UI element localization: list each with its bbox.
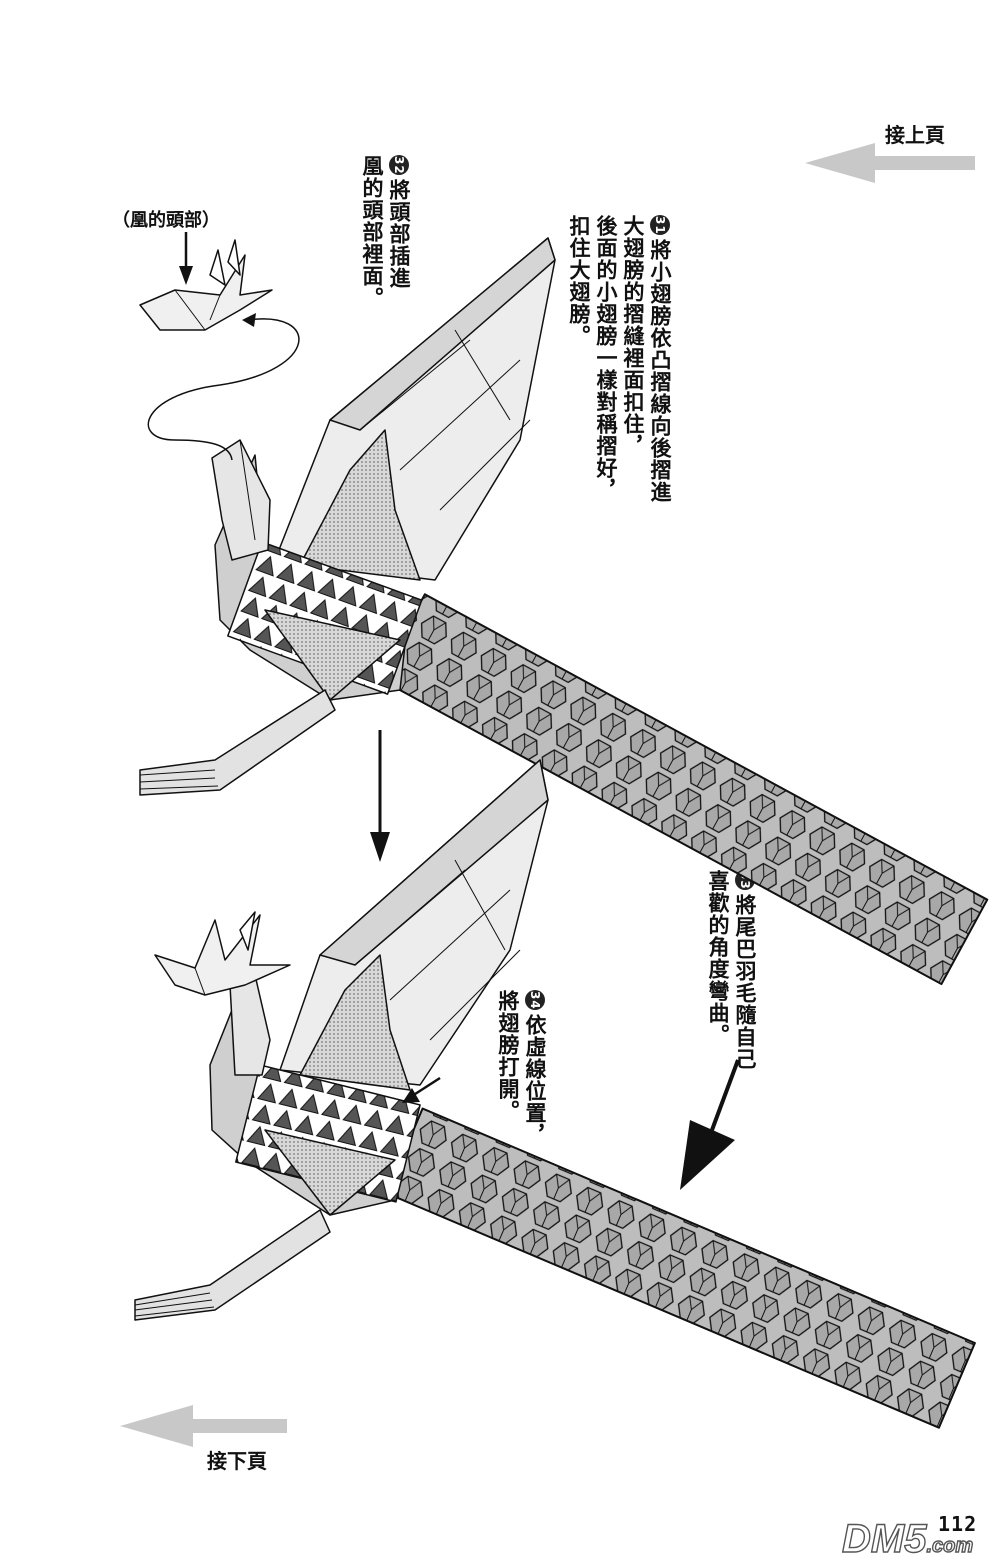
step-34-text: 34 依虛線位置，將翅膀打開。 (494, 990, 548, 1146)
down-arrow-icon (370, 832, 390, 862)
watermark-logo: DM5.com (841, 1516, 974, 1562)
next-page-label: 接下頁 (207, 1449, 267, 1473)
tail-bend-arrow-icon (680, 1120, 735, 1190)
step-34-line-2: 將翅膀打開。 (496, 990, 520, 1122)
step-32-line-2: 凰的頭部裡面。 (360, 155, 384, 309)
step-32-number: 32 (389, 155, 409, 175)
step-32-text: 32 將頭部插進凰的頭部裡面。 (358, 155, 412, 309)
watermark-main: DM5 (841, 1516, 927, 1561)
page-number: 112 (938, 1512, 978, 1536)
prev-page-label: 接上頁 (885, 123, 945, 147)
step-34-line-1: 依虛線位置， (523, 1014, 547, 1146)
head-insert-arrows (147, 318, 300, 461)
prev-page-nav: 接上頁 (800, 115, 980, 185)
head-arrow-tip-icon (242, 313, 256, 327)
step-33-text: 33將尾巴羽毛隨自己喜歡的角度彎曲。 (704, 870, 758, 1070)
step-34-number: 34 (525, 990, 545, 1010)
step-31-line-3: 後面的小翅膀一樣對稱摺好， (594, 215, 618, 501)
left-arrow-icon (805, 143, 975, 183)
step-31-number: 31 (650, 215, 670, 235)
next-page-nav: 接下頁 (115, 1405, 305, 1475)
left-arrow-icon (120, 1405, 287, 1447)
wing-open-arrow-icon (402, 1088, 420, 1103)
step-31-line-4: 扣住大翅膀。 (567, 215, 591, 347)
head-label: （凰的頭部） (112, 210, 220, 231)
step-31-text: 31 將小翅膀依凸摺線向後摺進大翅膀的摺縫裡面扣住，後面的小翅膀一樣對稱摺好，扣住… (565, 215, 673, 503)
step-33-line-2: 喜歡的角度彎曲。 (706, 870, 730, 1046)
watermark-suffix: .com (926, 1534, 974, 1557)
lower-phoenix-figure (134, 759, 976, 1429)
step-31-line-2: 大翅膀的摺縫裡面扣住， (621, 215, 645, 457)
upper-phoenix-figure (139, 237, 989, 986)
step-31-line-1: 將小翅膀依凸摺線向後摺進 (648, 239, 672, 503)
step-33-line-1: 將尾巴羽毛隨自己 (733, 894, 757, 1070)
down-arrow-small-icon (179, 266, 193, 285)
step-32-line-1: 將頭部插進 (387, 179, 411, 289)
